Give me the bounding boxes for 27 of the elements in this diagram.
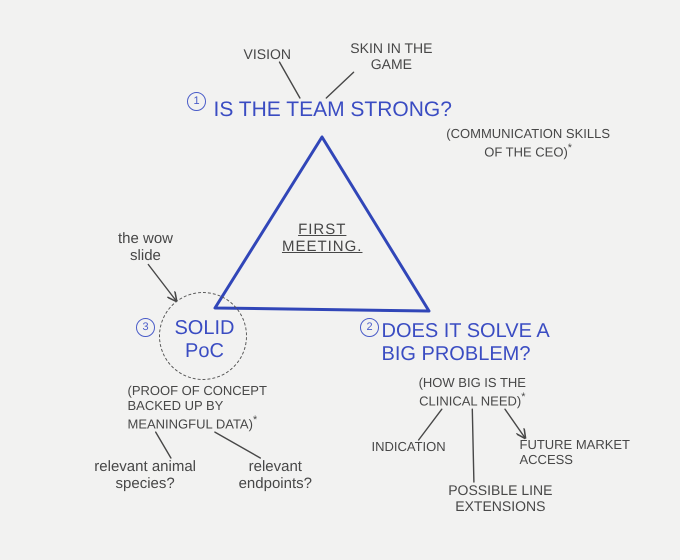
note-text: (PROOF OF CONCEPT BACKED UP BY MEANINGFUL DATA)$^{*}$	[128, 384, 268, 432]
annotation-text: INDICATION	[372, 440, 448, 455]
leader-line	[418, 408, 442, 441]
center-label: FIRST MEETING.	[281, 221, 364, 256]
arrow	[148, 264, 178, 303]
leader-line	[214, 431, 261, 459]
annotation-text: VISION	[242, 46, 292, 62]
note-text: (COMMUNICATION SKILLS OF THE CEO)$^{*}$	[446, 127, 611, 160]
step-number: 1	[187, 92, 206, 111]
arrow	[504, 408, 526, 440]
highlight-circle	[159, 292, 247, 380]
leader-line	[155, 431, 172, 459]
annotation-text: the wow slide	[116, 230, 174, 264]
leader-line	[278, 61, 301, 99]
step-number: 3	[136, 318, 155, 337]
annotation-text: SKIN IN THE GAME	[349, 40, 434, 72]
step-number: 2	[360, 318, 379, 337]
leader-line	[326, 72, 354, 99]
corner-heading: SOLID PoC	[173, 317, 236, 363]
annotation-text: relevant animal species?	[94, 458, 197, 492]
annotation-text: FUTURE MARKET ACCESS	[520, 438, 632, 468]
leader-line	[472, 408, 475, 483]
question-heading: DOES IT SOLVE A BIG PROBLEM?	[382, 320, 550, 366]
annotation-text: POSSIBLE LINE EXTENSIONS	[447, 482, 554, 514]
note-text: (HOW BIG IS THE CLINICAL NEED)$^{*}$	[418, 376, 527, 410]
annotation-text: relevant endpoints?	[238, 458, 313, 492]
question-heading: IS THE TEAM STRONG?	[214, 98, 454, 122]
